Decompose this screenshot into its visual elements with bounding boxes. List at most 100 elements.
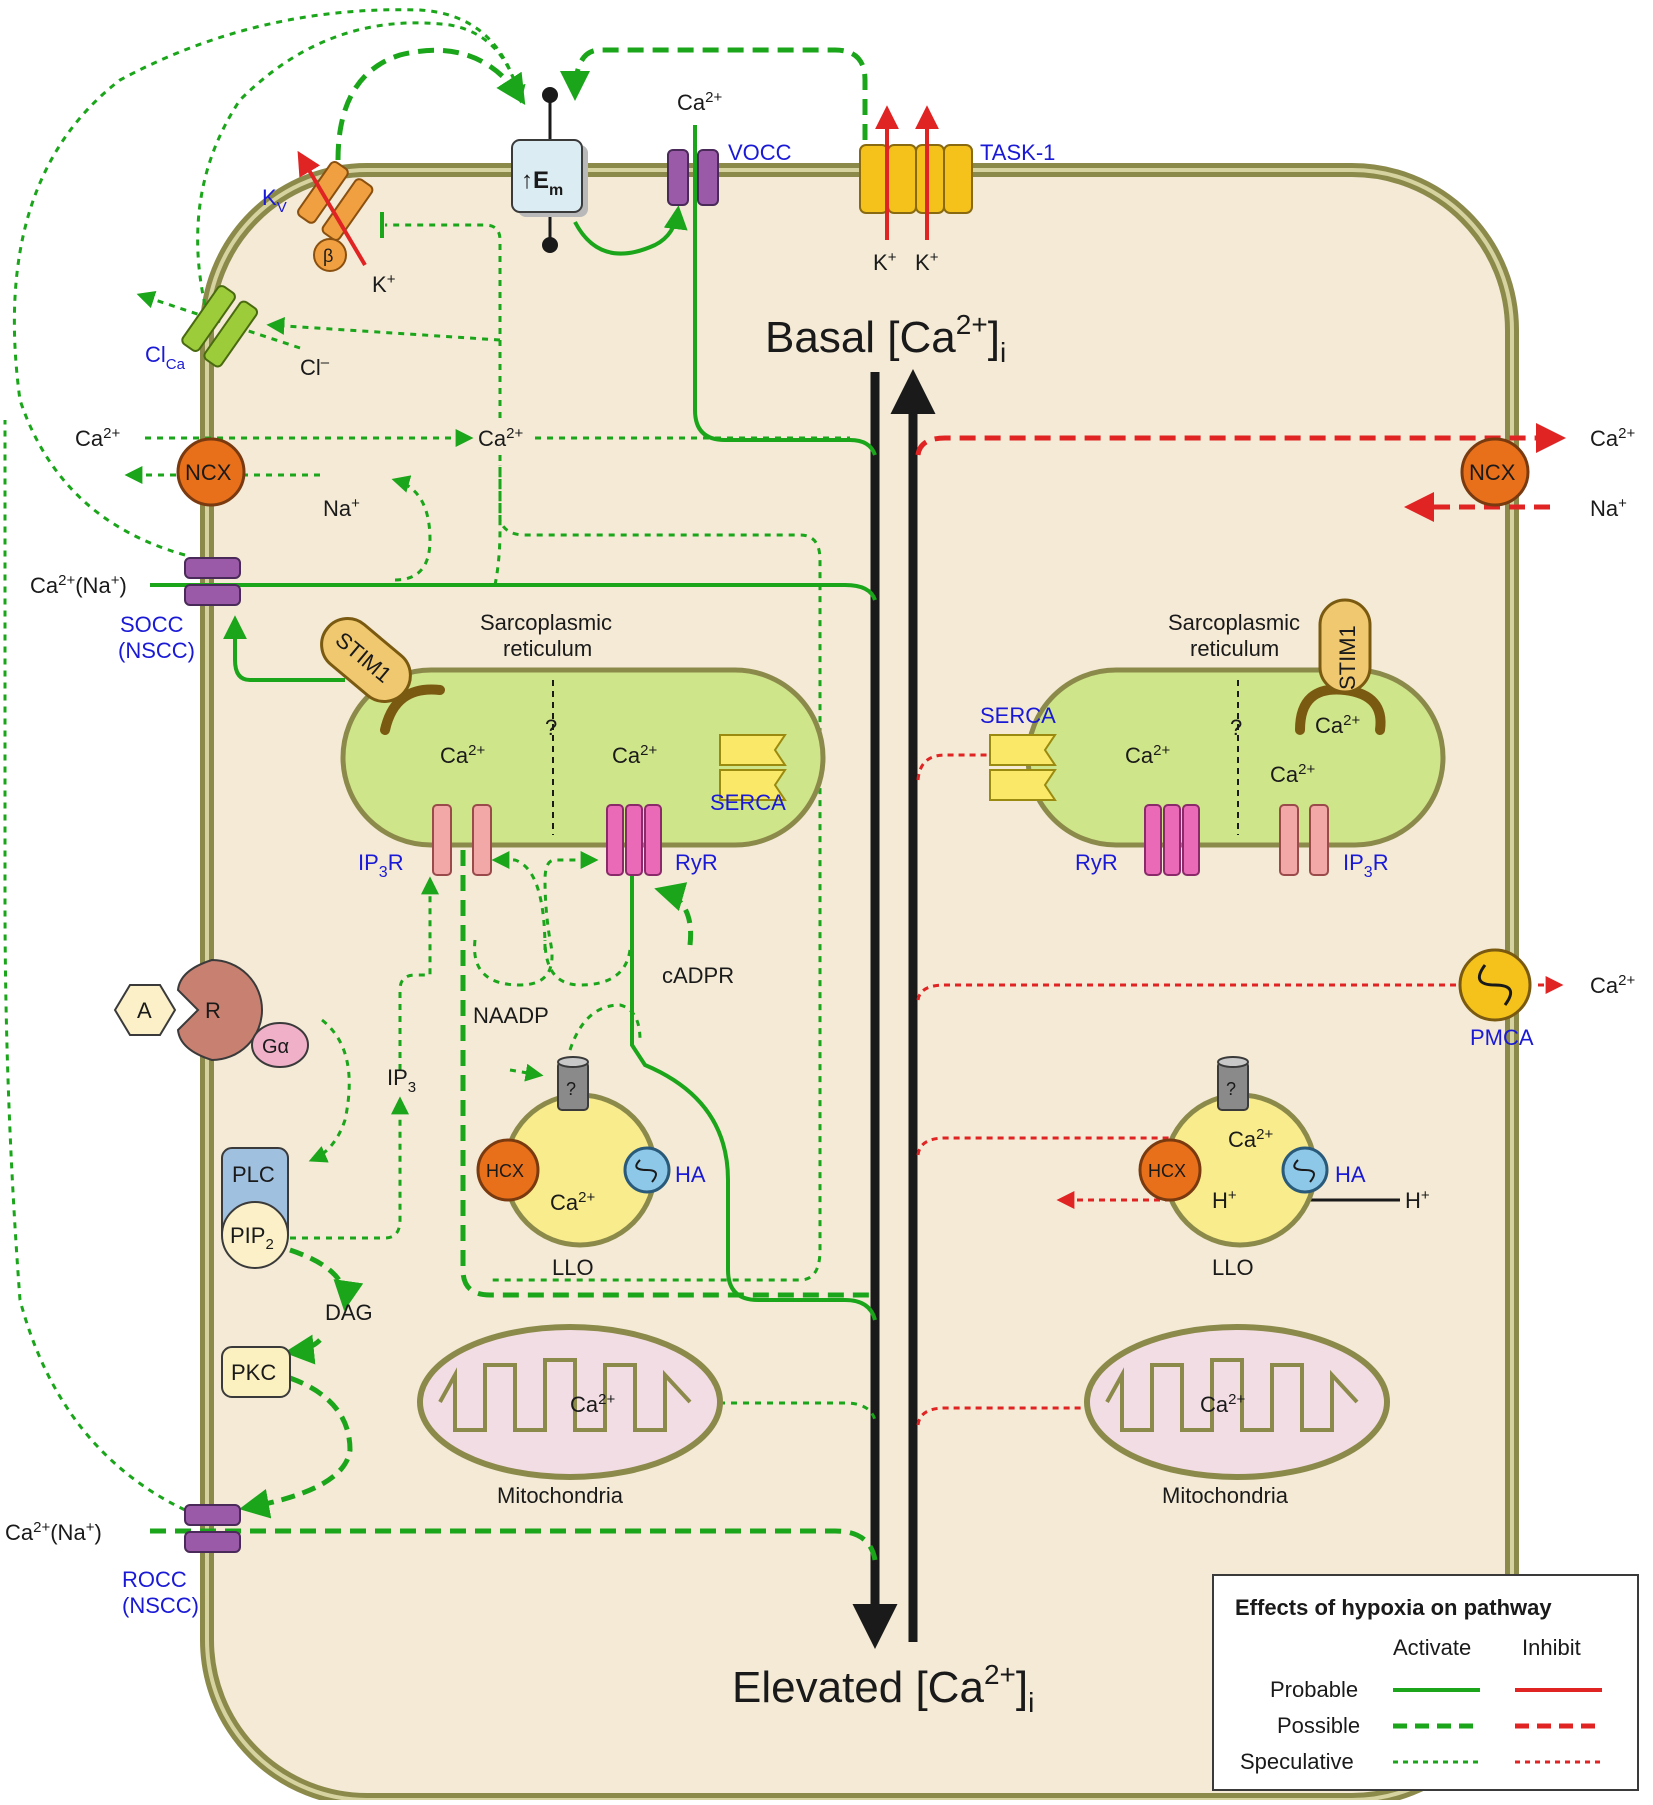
svg-text:NCX: NCX bbox=[185, 460, 232, 485]
svg-text:Na+: Na+ bbox=[1590, 495, 1627, 521]
kv-beta-subunit bbox=[313, 238, 347, 272]
svg-text:Na+: Na+ bbox=[323, 495, 360, 521]
svg-text:?: ? bbox=[1226, 1079, 1236, 1099]
legend: Effects of hypoxia on pathway Activate I… bbox=[1212, 1574, 1639, 1791]
svg-text:Sarcoplasmic: Sarcoplasmic bbox=[1168, 610, 1300, 635]
clca-channel bbox=[181, 285, 259, 368]
elevated-ca-label: Elevated [Ca2+]i bbox=[732, 1659, 1034, 1718]
svg-text:Ca2+: Ca2+ bbox=[1270, 761, 1315, 787]
pkc: PKC bbox=[221, 1346, 291, 1398]
ip3r-right bbox=[1279, 804, 1329, 876]
ip3r-path bbox=[460, 775, 875, 1298]
svg-text:Ca2+: Ca2+ bbox=[550, 1189, 595, 1215]
mitochondrion-right bbox=[1084, 1324, 1390, 1480]
svg-text:K+: K+ bbox=[915, 249, 939, 275]
agonist: A bbox=[113, 984, 177, 1036]
ip3-label: IP3 bbox=[387, 1065, 416, 1096]
svg-text:H+: H+ bbox=[1212, 1187, 1237, 1213]
svg-text:Ca2+: Ca2+ bbox=[478, 425, 523, 451]
vocc-channel bbox=[667, 149, 719, 206]
serca-left bbox=[719, 734, 787, 801]
serca-right-label: SERCA bbox=[980, 703, 1056, 728]
svg-text:Ca2+: Ca2+ bbox=[570, 1391, 615, 1417]
svg-text:LLO: LLO bbox=[1212, 1255, 1254, 1280]
svg-text:?: ? bbox=[566, 1079, 576, 1099]
kv-label: KV bbox=[262, 185, 287, 216]
svg-text:IP3R: IP3R bbox=[1343, 850, 1389, 881]
svg-text:Gα: Gα bbox=[262, 1036, 289, 1058]
svg-text:reticulum: reticulum bbox=[503, 636, 592, 661]
svg-text:Ca2+(Na+): Ca2+(Na+) bbox=[5, 1519, 102, 1545]
svg-text:Ca2+: Ca2+ bbox=[1200, 1391, 1245, 1417]
dag-label: DAG bbox=[325, 1300, 373, 1325]
svg-text:Probable: Probable bbox=[1270, 1677, 1358, 1702]
svg-text:PKC: PKC bbox=[231, 1360, 276, 1385]
svg-text:K+: K+ bbox=[372, 271, 396, 297]
rocc-channel bbox=[184, 1504, 241, 1553]
socc-path bbox=[150, 583, 877, 601]
svg-text:Ca2+: Ca2+ bbox=[75, 425, 120, 451]
svg-text:Ca2+(Na+): Ca2+(Na+) bbox=[30, 572, 127, 598]
ryr-right bbox=[1144, 804, 1200, 876]
naadp-label: NAADP bbox=[473, 1003, 549, 1028]
svg-text:HA: HA bbox=[675, 1162, 706, 1187]
svg-text:Speculative: Speculative bbox=[1240, 1749, 1354, 1774]
svg-text:Inhibit: Inhibit bbox=[1522, 1635, 1581, 1660]
svg-text:STIM1: STIM1 bbox=[1335, 625, 1360, 690]
svg-text:Cl–: Cl– bbox=[300, 354, 330, 380]
basal-ca-label: Basal [Ca2+]i bbox=[765, 309, 1006, 368]
svg-text:IP3R: IP3R bbox=[358, 850, 404, 881]
ncx-left bbox=[176, 437, 246, 507]
socc-channel bbox=[184, 557, 241, 606]
svg-text:HCX: HCX bbox=[1148, 1161, 1186, 1181]
svg-text:PLC: PLC bbox=[232, 1162, 275, 1187]
llo-right-channel: ? bbox=[1217, 1056, 1249, 1111]
svg-text:(NSCC): (NSCC) bbox=[118, 638, 195, 663]
svg-text:HA: HA bbox=[1335, 1162, 1366, 1187]
ryr-path bbox=[630, 775, 877, 1321]
vocc-label: VOCC bbox=[728, 140, 792, 165]
svg-text:Effects of hypoxia on pathway: Effects of hypoxia on pathway bbox=[1235, 1595, 1552, 1620]
svg-text:K+: K+ bbox=[873, 249, 897, 275]
ncx-right-ca-path bbox=[915, 423, 1566, 456]
svg-text:HCX: HCX bbox=[486, 1161, 524, 1181]
svg-text:A: A bbox=[137, 998, 152, 1023]
ryr-left bbox=[606, 804, 662, 876]
svg-text:?: ? bbox=[1230, 715, 1242, 740]
task1-channel bbox=[859, 144, 973, 214]
svg-text:RyR: RyR bbox=[1075, 850, 1118, 875]
svg-text:reticulum: reticulum bbox=[1190, 636, 1279, 661]
membrane-potential-box: ↑Em bbox=[511, 87, 588, 253]
serca-right bbox=[989, 734, 1057, 801]
vocc-path bbox=[693, 125, 877, 456]
llo-left-channel: ? bbox=[557, 1056, 589, 1111]
svg-text:PMCA: PMCA bbox=[1470, 1025, 1534, 1050]
svg-text:Ca2+: Ca2+ bbox=[1590, 972, 1635, 998]
g-alpha: Gα bbox=[251, 1022, 309, 1068]
socc-label: SOCC bbox=[120, 612, 184, 637]
svg-text:PIP2: PIP2 bbox=[230, 1223, 274, 1253]
svg-text:Ca2+: Ca2+ bbox=[1590, 425, 1635, 451]
svg-text:Mitochondria: Mitochondria bbox=[1162, 1483, 1289, 1508]
rocc-label: ROCC bbox=[122, 1567, 187, 1592]
svg-text:Sarcoplasmic: Sarcoplasmic bbox=[480, 610, 612, 635]
ip3r-left bbox=[432, 804, 492, 876]
svg-text:H+: H+ bbox=[1405, 1187, 1430, 1213]
cadpr-label: cADPR bbox=[662, 963, 734, 988]
clca-label: ClCa bbox=[145, 342, 186, 373]
svg-text:?: ? bbox=[545, 715, 557, 740]
task1-label: TASK-1 bbox=[980, 140, 1055, 165]
mitochondrion-left bbox=[417, 1324, 723, 1480]
svg-text:Mitochondria: Mitochondria bbox=[497, 1483, 624, 1508]
cell-membrane bbox=[200, 163, 1519, 1805]
svg-text:Ca2+: Ca2+ bbox=[440, 742, 485, 768]
svg-text:Ca2+: Ca2+ bbox=[1228, 1126, 1273, 1152]
svg-text:β: β bbox=[323, 246, 333, 266]
ncx-right bbox=[1460, 437, 1530, 507]
svg-text:R: R bbox=[205, 998, 221, 1023]
hcx-right bbox=[1138, 1138, 1202, 1202]
pip2: PIP2 bbox=[221, 1201, 289, 1269]
svg-text:Activate: Activate bbox=[1393, 1635, 1471, 1660]
